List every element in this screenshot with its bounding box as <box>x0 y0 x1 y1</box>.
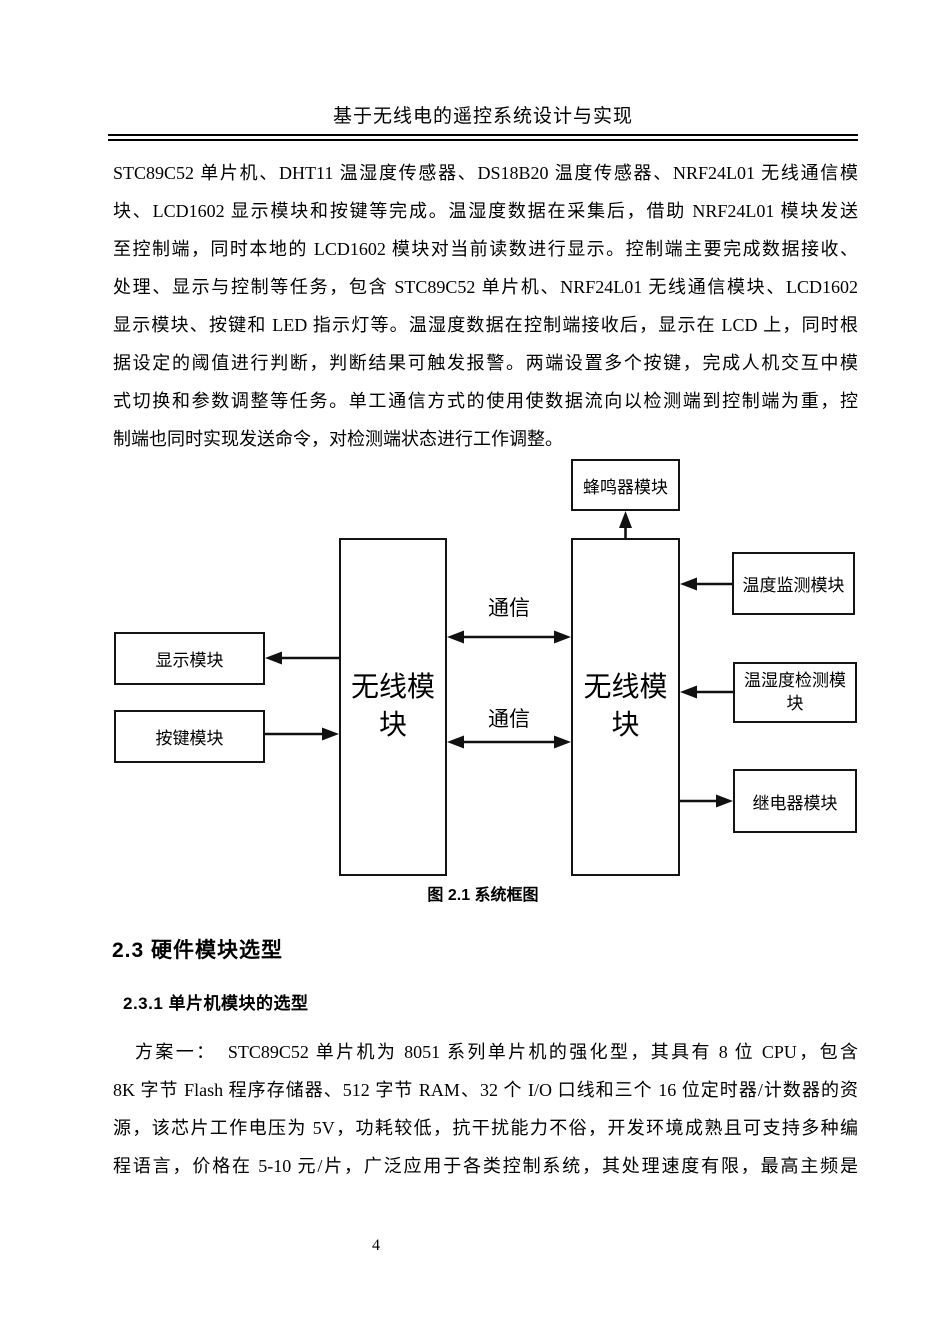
section-heading-2-3: 2.3 硬件模块选型 <box>112 939 284 962</box>
text-line: 8K 字节 Flash 程序存储器、512 字节 RAM、32 个 I/O 口线… <box>113 1080 858 1100</box>
node-temperature-monitor-module: 温度监测模块 <box>732 552 855 615</box>
text-line: STC89C52 单片机、DHT11 温湿度传感器、DS18B20 温度传感器、… <box>113 163 858 183</box>
edge-label-communication-top: 通信 <box>488 596 530 620</box>
arrowhead-left-comm-bottom <box>447 735 464 749</box>
text-line: 显示模块、按键和 LED 指示灯等。温湿度数据在控制端接收后，显示在 LCD 上… <box>113 315 858 335</box>
arrowhead-up-buzzer <box>619 511 632 528</box>
arrowhead-right-comm-top <box>554 630 571 644</box>
text-line: 方案一： STC89C52 单片机为 8051 系列单片机的强化型，其具有 8 … <box>135 1042 858 1062</box>
paragraph-mcu-selection: 方案一： STC89C52 单片机为 8051 系列单片机的强化型，其具有 8 … <box>113 1033 858 1185</box>
text-line: 程语言，价格在 5-10 元/片，广泛应用于各类控制系统，其处理速度有限，最高主… <box>113 1156 858 1176</box>
text-line: 制端也同时实现发送命令，对检测端状态进行工作调整。 <box>113 429 563 449</box>
edge-label-communication-bottom: 通信 <box>488 707 530 731</box>
running-header-title: 基于无线电的遥控系统设计与实现 <box>332 106 633 127</box>
arrowhead-left-comm-top <box>447 630 464 644</box>
page-number: 4 <box>372 1237 380 1254</box>
node-wireless-module-left: 无线模块 <box>339 538 447 876</box>
text-line: 处理、显示与控制等任务，包含 STC89C52 单片机、NRF24L01 无线通… <box>113 277 858 297</box>
text-line: 源，该芯片工作电压为 5V，功耗较低，抗干扰能力不俗，开发环境成熟且可支持多种编 <box>113 1118 858 1138</box>
node-temp-humidity-detect-module: 温湿度检测模块 <box>733 662 857 723</box>
figure-caption: 图 2.1 系统框图 <box>427 887 539 904</box>
arrowhead-left-humid <box>680 685 697 699</box>
subsection-heading-2-3-1: 2.3.1 单片机模块的选型 <box>123 994 309 1013</box>
arrowhead-right-comm-bottom <box>554 735 571 749</box>
header-double-rule <box>108 134 858 141</box>
text-line: 式切换和参数调整等任务。单工通信方式的使用使数据流向以检测端到控制端为重，控 <box>113 391 858 411</box>
arrowhead-right-keys <box>322 727 339 741</box>
arrowhead-left-temp <box>680 577 697 591</box>
arrowhead-right-relay <box>716 794 733 808</box>
text-line: 块、LCD1602 显示模块和按键等完成。温湿度数据在采集后，借助 NRF24L… <box>113 201 858 221</box>
arrowhead-left-display <box>265 651 282 665</box>
node-relay-module: 继电器模块 <box>733 769 857 833</box>
system-block-diagram: 蜂鸣器模块 无线模块 无线模块 显示模块 按键模块 温度监测模块 温湿度检测模块… <box>0 440 950 920</box>
diagram-arrows-layer <box>265 511 733 808</box>
text-line: 至控制端，同时本地的 LCD1602 模块对当前读数进行显示。控制端主要完成数据… <box>113 239 858 259</box>
node-display-module: 显示模块 <box>114 632 265 685</box>
paragraph-system-overview: STC89C52 单片机、DHT11 温湿度传感器、DS18B20 温度传感器、… <box>113 154 858 458</box>
node-wireless-module-right: 无线模块 <box>571 538 680 876</box>
text-line: 据设定的阈值进行判断，判断结果可触发报警。两端设置多个按键，完成人机交互中模 <box>113 353 858 373</box>
node-buzzer-module: 蜂鸣器模块 <box>571 459 680 511</box>
node-key-module: 按键模块 <box>114 710 265 763</box>
